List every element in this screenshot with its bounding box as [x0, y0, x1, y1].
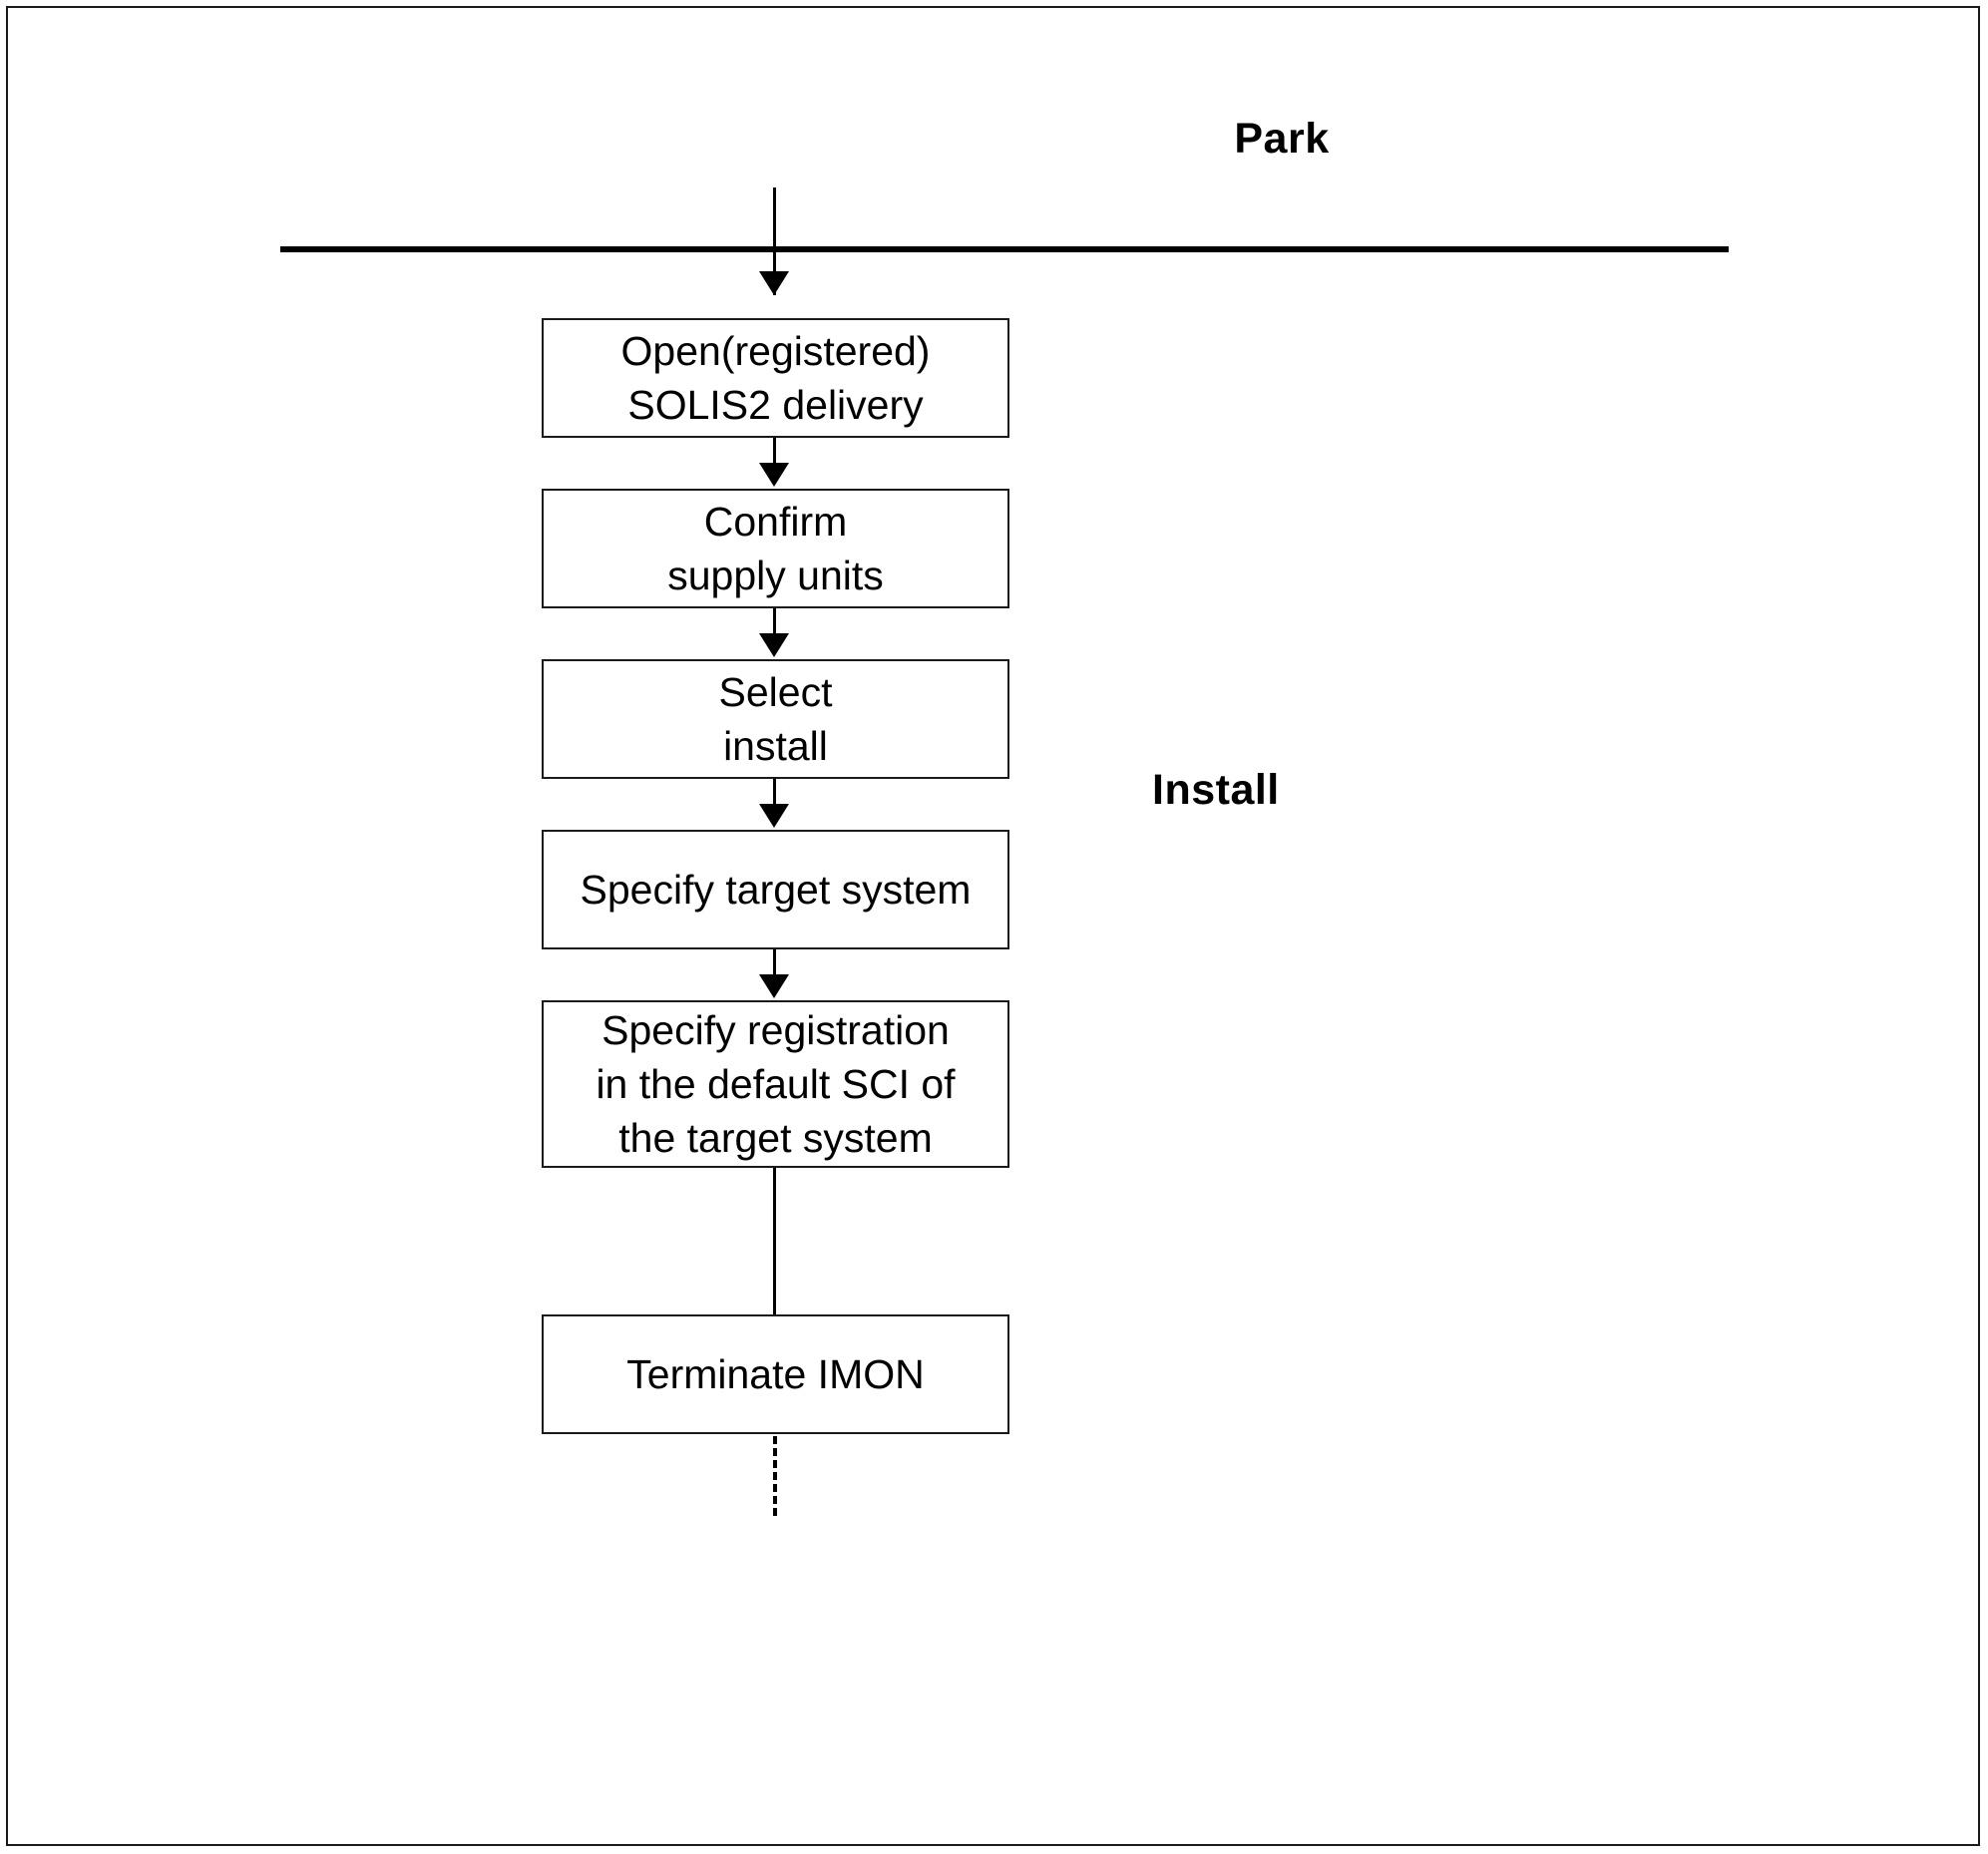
- arrowhead-start-to-open: [759, 271, 789, 295]
- phase-divider-line: [280, 246, 1729, 252]
- connector-confirm-to-select: [773, 608, 776, 635]
- arrowhead-target-to-register: [759, 974, 789, 998]
- connector-open-to-confirm: [773, 438, 776, 465]
- node-confirm-supply-units[interactable]: Confirm supply units: [542, 489, 1009, 608]
- connector-target-to-register: [773, 949, 776, 976]
- node-terminate-imon[interactable]: Terminate IMON: [542, 1314, 1009, 1434]
- phase-label-install: Install: [1152, 766, 1280, 814]
- node-specify-target-system[interactable]: Specify target system: [542, 830, 1009, 949]
- node-target-line-1: Specify target system: [580, 866, 972, 913]
- node-confirm-line-1: Confirm: [703, 498, 848, 545]
- node-confirm-line-2: supply units: [667, 553, 884, 598]
- node-register-line-3: the target system: [618, 1115, 933, 1162]
- arrowhead-select-to-target: [759, 804, 789, 828]
- node-select-line-2: install: [723, 723, 828, 769]
- phase-label-park: Park: [1234, 115, 1330, 163]
- node-specify-registration[interactable]: Specify registration in the default SCI …: [542, 1000, 1009, 1168]
- node-register-line-2: in the default SCI of: [596, 1060, 956, 1107]
- node-select-line-1: Select: [718, 668, 833, 715]
- arrowhead-open-to-confirm: [759, 463, 789, 487]
- node-open-registered-delivery[interactable]: Open(registered) SOLIS2 delivery: [542, 318, 1009, 438]
- dashed-connector-to-terminate: [773, 1400, 777, 1516]
- connector-start-to-open: [773, 187, 776, 295]
- canvas-border: [6, 6, 1980, 1846]
- node-register-line-1: Specify registration: [601, 1006, 950, 1053]
- node-terminate-line-1: Terminate IMON: [626, 1350, 925, 1397]
- node-select-install[interactable]: Select install: [542, 659, 1009, 779]
- connector-select-to-target: [773, 779, 776, 806]
- node-open-line-1: Open(registered): [620, 327, 931, 374]
- node-open-line-2: SOLIS2 delivery: [627, 382, 924, 428]
- arrowhead-confirm-to-select: [759, 633, 789, 657]
- connector-register-to-terminate: [773, 1168, 776, 1377]
